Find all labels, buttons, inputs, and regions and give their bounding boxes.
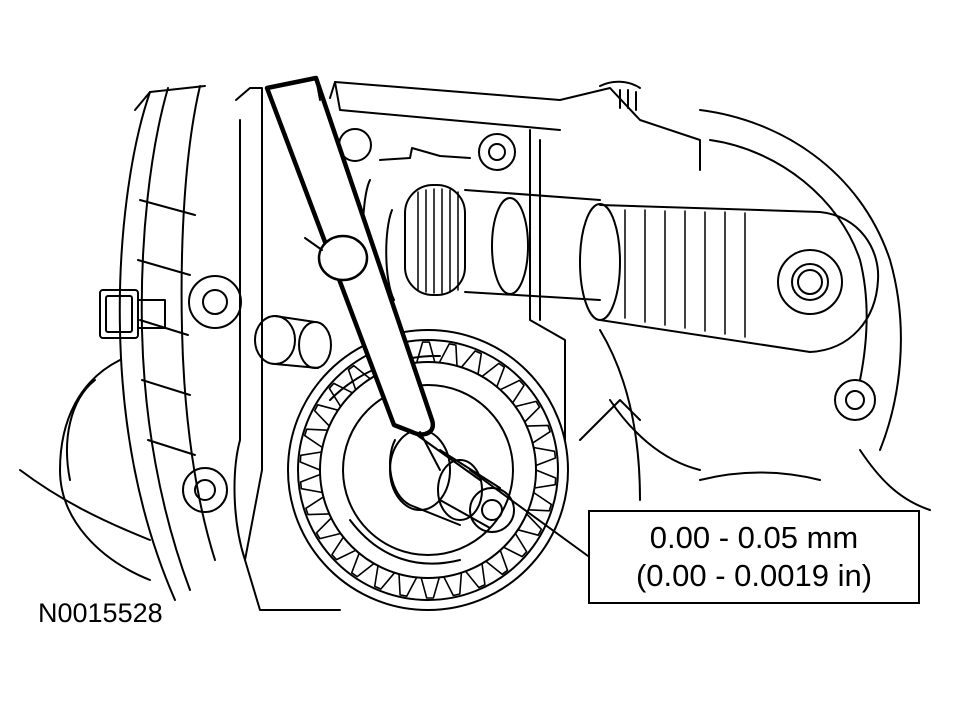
differential-gear xyxy=(287,329,569,611)
gear-tooth xyxy=(373,564,396,590)
output-shaft-stub xyxy=(389,429,515,533)
gear-tooth xyxy=(350,552,375,578)
gear-tooth xyxy=(527,491,553,512)
gear-tooth xyxy=(525,424,551,444)
gear-tooth xyxy=(532,446,557,467)
gear-tooth xyxy=(303,428,329,449)
gear-tooth xyxy=(315,517,342,540)
clearance-imperial: (0.00 - 0.0019 in) xyxy=(635,558,873,593)
gear-tooth xyxy=(299,451,323,471)
gear-tooth xyxy=(438,343,458,367)
gear-tooth xyxy=(420,576,441,599)
gear-tooth xyxy=(533,469,557,489)
gear-tooth xyxy=(485,549,509,576)
gear-tooth xyxy=(481,362,506,388)
gear-tooth xyxy=(347,364,371,391)
gear-tooth xyxy=(415,341,436,364)
gear-tooth xyxy=(305,496,331,516)
gear-tooth xyxy=(460,350,483,376)
gear-tooth xyxy=(398,573,418,597)
clearance-metric: 0.00 - 0.05 mm xyxy=(649,520,859,555)
gear-tooth xyxy=(514,400,541,423)
transmission-case xyxy=(182,80,931,611)
gear-tooth xyxy=(499,379,525,404)
housing-cover-left xyxy=(19,85,216,601)
gear-tooth xyxy=(313,404,339,427)
gear-tooth xyxy=(517,513,543,536)
feeler-gauge-tool xyxy=(264,75,441,471)
input-shaft xyxy=(361,147,880,353)
gear-tooth xyxy=(443,571,463,597)
clearance-callout-box: 0.00 - 0.05 mm (0.00 - 0.0019 in) xyxy=(588,510,920,604)
figure-id: N0015528 xyxy=(38,598,163,628)
gear-tooth xyxy=(331,536,357,561)
gear-tooth xyxy=(328,382,354,408)
gear-tooth xyxy=(299,473,324,494)
callout-leader-line xyxy=(469,469,589,557)
gear-tooth xyxy=(502,532,528,558)
gear-tooth xyxy=(464,562,486,589)
dowel-pin xyxy=(254,315,332,369)
